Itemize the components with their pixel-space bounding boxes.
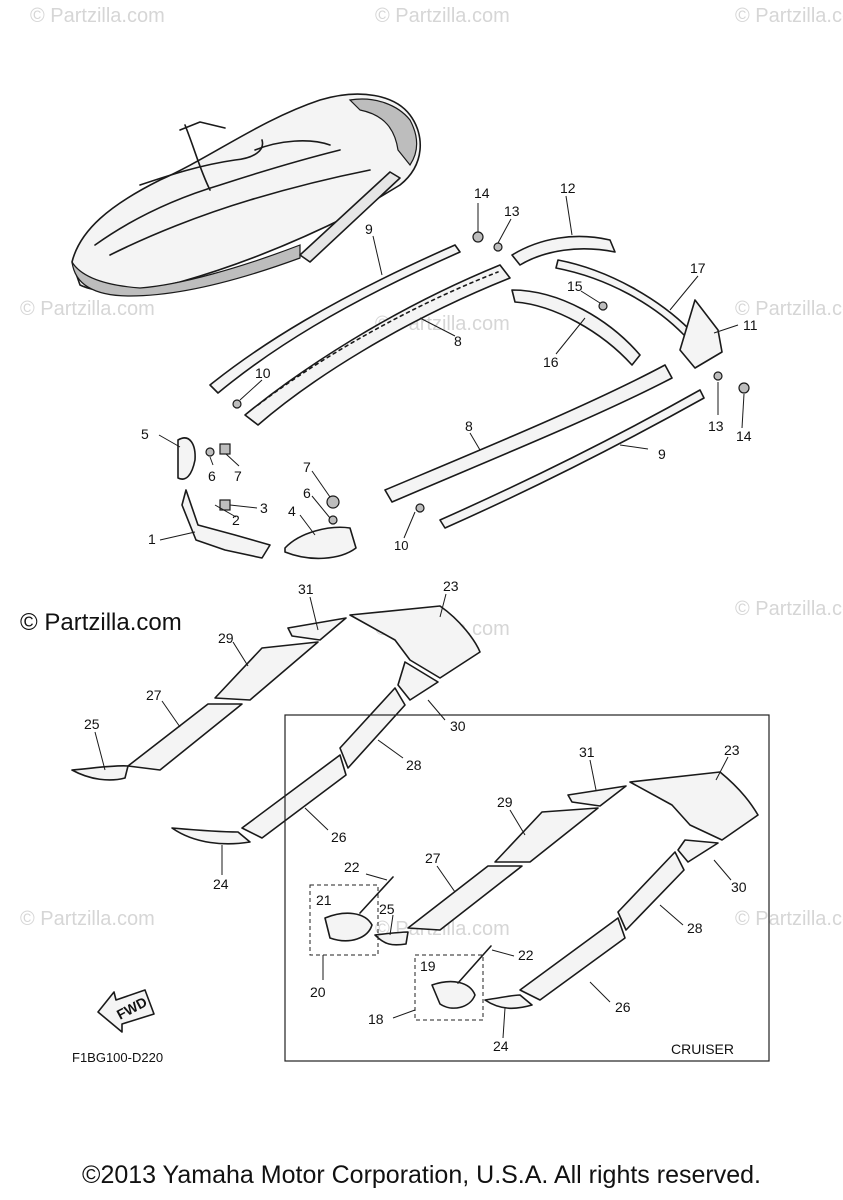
callout-23: 23 (724, 742, 740, 758)
callout-23: 23 (443, 578, 459, 594)
callout-31: 31 (298, 581, 314, 597)
callout-6: 6 (303, 485, 311, 501)
watermark: © Partzilla.com (735, 908, 843, 930)
callout-31: 31 (579, 744, 595, 760)
watermark: © Partzilla.com (735, 298, 843, 320)
callout-10: 10 (255, 365, 271, 381)
mat-set-cruiser (309, 771, 759, 1021)
watermark: © Partzilla.com (20, 908, 155, 930)
callout-29: 29 (497, 794, 513, 810)
callout-13: 13 (504, 203, 520, 219)
callout-29: 29 (218, 630, 234, 646)
callout-16: 16 (543, 354, 559, 370)
callout-8: 8 (465, 418, 473, 434)
callout-28: 28 (687, 920, 703, 936)
copyright-notice: ©2013 Yamaha Motor Corporation, U.S.A. A… (82, 1161, 761, 1189)
callout-11: 11 (743, 317, 758, 333)
watermark: © Partzilla.com (735, 5, 843, 27)
watercraft-illustration (71, 93, 421, 297)
callout-1: 1 (148, 531, 156, 547)
watermark: © Partzilla.com (20, 298, 155, 320)
callout-4: 4 (288, 503, 296, 519)
watermark: © Partzilla.com (735, 598, 843, 620)
callout-22: 22 (344, 859, 360, 875)
callout-9: 9 (365, 221, 373, 237)
mat-set-standard (71, 605, 481, 845)
leader-lines (94, 195, 745, 1039)
callout-9: 9 (658, 446, 666, 462)
callout-15: 15 (567, 278, 583, 294)
callout-7: 7 (303, 459, 311, 475)
callout-28: 28 (406, 757, 422, 773)
cruiser-label: CRUISER (671, 1041, 734, 1057)
callout-24: 24 (213, 876, 229, 892)
callout-24: 24 (493, 1038, 509, 1054)
callout-27: 27 (146, 687, 162, 703)
callout-25: 25 (379, 901, 395, 917)
callout-2: 2 (232, 512, 240, 528)
callout-7: 7 (234, 468, 242, 484)
upper-rail-parts (177, 231, 750, 560)
callout-14: 14 (474, 185, 490, 201)
watermark: © Partzilla.com (30, 5, 165, 27)
callout-6: 6 (208, 468, 216, 484)
diagram-code: F1BG100-D220 (72, 1050, 163, 1065)
watermark: © Partzilla.com (375, 5, 510, 27)
callout-13: 13 (708, 418, 724, 434)
callout-30: 30 (450, 718, 466, 734)
callout-8: 8 (454, 333, 462, 349)
watermark-prominent: © Partzilla.com (20, 609, 182, 636)
callout-20: 20 (310, 984, 326, 1000)
cruiser-box (284, 714, 770, 1062)
callout-17: 17 (690, 260, 706, 276)
callout-18: 18 (368, 1011, 384, 1027)
callout-22: 22 (518, 947, 534, 963)
callout-3: 3 (260, 500, 268, 516)
callout-10: 10 (394, 538, 408, 553)
callout-27: 27 (425, 850, 441, 866)
callout-30: 30 (731, 879, 747, 895)
callout-25: 25 (84, 716, 100, 732)
callout-26: 26 (615, 999, 631, 1015)
callout-14: 14 (736, 428, 752, 444)
callout-5: 5 (141, 426, 149, 442)
fwd-arrow: FWD (97, 989, 155, 1033)
callouts: 14 13 12 9 17 15 11 8 16 10 13 14 5 6 7 … (72, 180, 758, 1065)
callout-26: 26 (331, 829, 347, 845)
callout-12: 12 (560, 180, 576, 196)
callout-21: 21 (316, 892, 332, 908)
callout-19: 19 (420, 958, 436, 974)
